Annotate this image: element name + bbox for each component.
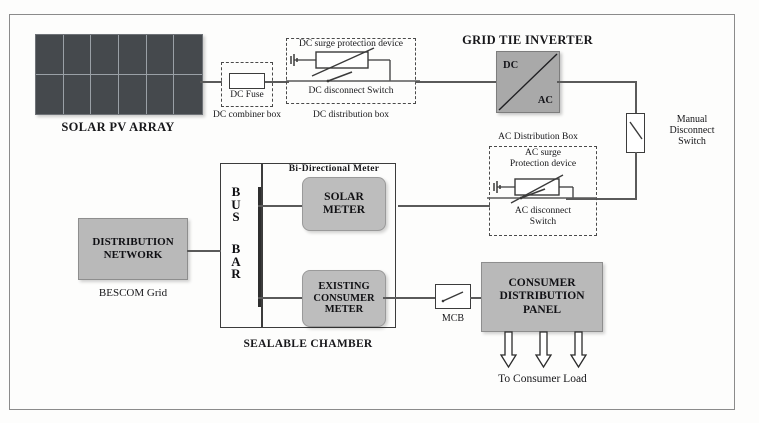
ac-disconnect-line1: AC disconnect — [514, 206, 572, 216]
solar-pv-array-label: SOLAR PV ARRAY — [61, 120, 175, 134]
wire-grid-to-chamber — [187, 250, 221, 252]
consumer-panel-line1: CONSUMER — [508, 277, 576, 290]
solar-cell — [36, 35, 64, 75]
ac-surge-line1: AC surge — [525, 148, 561, 158]
bar-letter-r: R — [231, 266, 241, 282]
solar-cell — [119, 74, 147, 114]
wire-acbox-to-solar-meter — [398, 205, 490, 207]
solar-cell — [64, 74, 92, 114]
load-arrow-icon — [499, 331, 518, 369]
ac-surge-protection-label: AC surge Protection device — [489, 148, 597, 169]
solar-meter-line1: SOLAR — [324, 191, 364, 204]
solar-cell — [118, 35, 147, 75]
wire-mcb-to-panel — [470, 297, 482, 299]
ac-distribution-box — [489, 146, 597, 236]
wire-inverter-to-right — [557, 81, 637, 83]
bus-bar-label-bottom: B A R — [228, 241, 244, 282]
inverter-diagonal-icon — [498, 53, 558, 111]
manual-disconnect-line3: Switch — [678, 136, 706, 148]
solar-cell — [36, 74, 64, 114]
ac-disconnect-line2: Switch — [529, 216, 557, 227]
wire-manual-disconnect-to-acbox — [635, 152, 637, 200]
manual-disconnect-line2: Disconnect — [669, 125, 715, 137]
consumer-panel-line2: DISTRIBUTION — [499, 290, 585, 303]
ac-disconnect-switch-label: AC disconnect Switch — [489, 206, 597, 227]
ac-surge-line2: Protection device — [509, 158, 577, 169]
load-arrow-icon — [534, 331, 553, 369]
solar-pv-array — [35, 34, 203, 115]
sealable-chamber — [220, 163, 396, 328]
bus-bar-label-top: B U S — [228, 184, 244, 225]
solar-cell — [174, 35, 202, 75]
bus-letter-s: S — [232, 209, 240, 225]
mcb-blade-icon — [441, 291, 464, 303]
existing-consumer-meter: EXISTING CONSUMER METER — [302, 270, 386, 327]
distribution-network-line2: NETWORK — [103, 249, 163, 261]
wire-right-into-acbox — [566, 198, 636, 200]
bescom-grid-caption: BESCOM Grid — [98, 287, 168, 299]
inverter-dc-label: DC — [503, 60, 519, 71]
inverter-ac-label: AC — [537, 95, 553, 106]
bi-directional-meter-label: Bi-Directional Meter — [288, 164, 380, 174]
consumer-panel-line3: PANEL — [522, 303, 562, 316]
consumer-distribution-panel: CONSUMER DISTRIBUTION PANEL — [481, 262, 603, 332]
solar-meter: SOLAR METER — [302, 177, 386, 231]
wire-busbar-to-solar-meter — [258, 205, 302, 207]
solar-cell — [146, 35, 175, 75]
ac-surge-and-switch-symbol — [487, 174, 597, 204]
dc-fuse-symbol — [229, 73, 265, 89]
consumer-meter-line3: METER — [324, 304, 364, 316]
grid-tie-inverter: DC AC — [496, 51, 560, 113]
wire-array-to-combiner — [200, 81, 222, 83]
dc-distribution-box-caption: DC distribution box — [312, 110, 389, 120]
solar-cell — [147, 74, 175, 114]
consumer-meter-line1: EXISTING — [318, 280, 370, 292]
page-border-frame — [9, 14, 735, 410]
solar-cell — [63, 35, 92, 75]
bus-bar-conductor — [258, 187, 262, 307]
dc-surge-protection-label: DC surge protection device — [298, 39, 404, 49]
wire-dcdist-to-inverter — [415, 81, 497, 83]
dc-fuse-label: DC Fuse — [230, 90, 264, 100]
wire-combiner-to-dcdist — [265, 81, 289, 83]
dc-surge-and-switch-symbol — [286, 47, 420, 83]
ac-distribution-box-caption: AC Distribution Box — [498, 132, 578, 142]
manual-disconnect-blade-icon — [629, 121, 643, 140]
bus-letter-u: U — [231, 196, 241, 212]
dc-distribution-box — [286, 38, 416, 104]
solar-cell — [91, 74, 119, 114]
solar-cell — [91, 35, 119, 75]
grid-tie-inverter-title: GRID TIE INVERTER — [462, 33, 593, 47]
bar-letter-a: A — [231, 253, 241, 269]
bus-letter-b: B — [231, 184, 241, 199]
consumer-meter-line2: CONSUMER — [313, 292, 375, 304]
dc-combiner-box — [221, 62, 273, 107]
distribution-network-block: DISTRIBUTION NETWORK — [78, 218, 188, 280]
load-arrow-icon — [569, 331, 588, 369]
mcb-caption: MCB — [441, 313, 465, 324]
solar-cell — [174, 75, 202, 115]
sealable-chamber-label: SEALABLE CHAMBER — [243, 338, 373, 350]
solar-meter-line2: METER — [322, 204, 366, 216]
to-consumer-load-caption: To Consumer Load — [498, 373, 587, 385]
dc-disconnect-switch-label: DC disconnect Switch — [308, 86, 394, 96]
chamber-inner-divider — [261, 163, 263, 328]
distribution-network-line1: DISTRIBUTION — [92, 236, 174, 249]
wire-busbar-to-consumer-meter — [258, 297, 302, 299]
wire-consumer-meter-to-mcb — [383, 297, 436, 299]
manual-disconnect-line1: Manual — [676, 114, 708, 125]
manual-disconnect-switch-label: Manual Disconnect Switch — [650, 114, 734, 148]
wire-down-to-manual-disconnect — [635, 81, 637, 115]
bar-letter-b: B — [231, 241, 241, 256]
dc-combiner-box-caption: DC combiner box — [212, 110, 282, 120]
